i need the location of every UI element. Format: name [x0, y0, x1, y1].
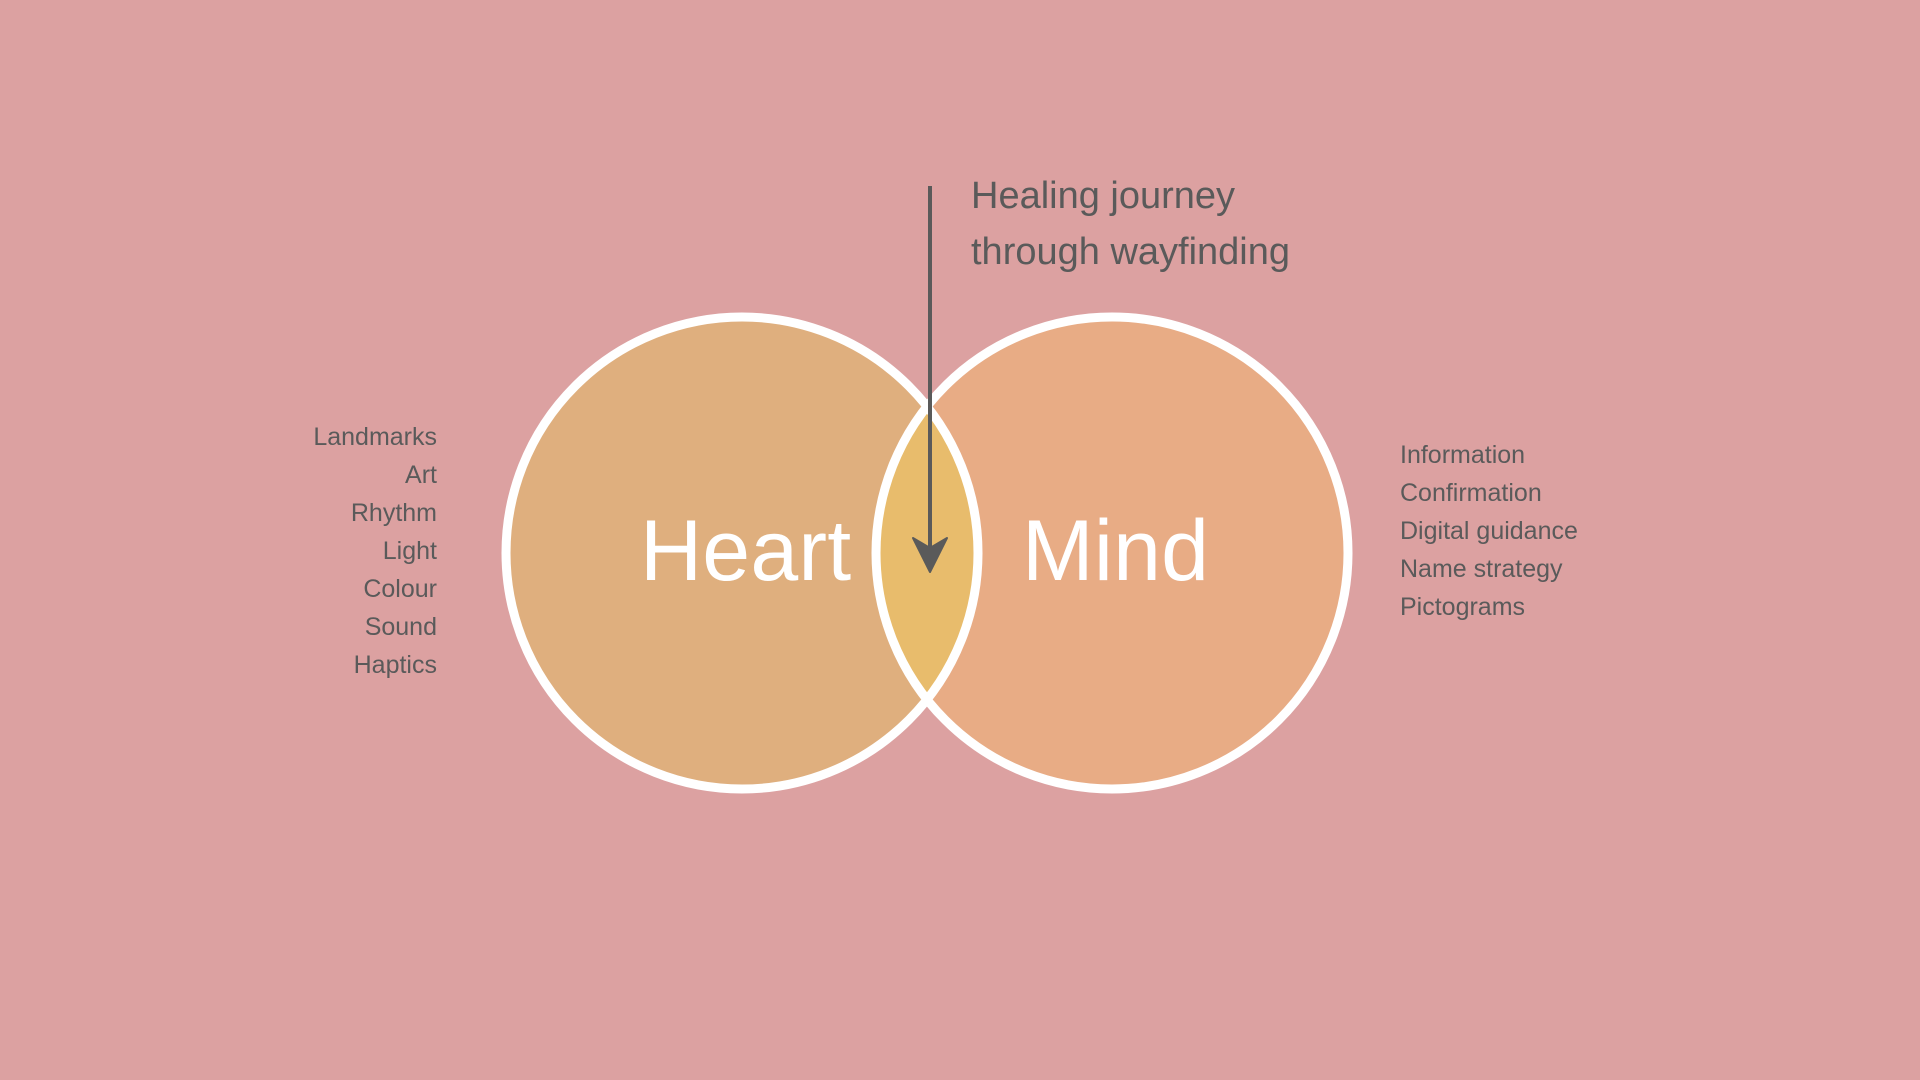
heart-circle-fill [506, 317, 978, 789]
list-item: Confirmation [1400, 479, 1542, 507]
list-item: Art [405, 461, 437, 489]
list-item: Digital guidance [1400, 517, 1578, 545]
mind-circle-fill [876, 317, 1348, 789]
list-item: Name strategy [1400, 555, 1563, 583]
heart-circle-outline [501, 312, 983, 794]
mind-circle-label: Mind [1022, 503, 1210, 599]
annotation-title: Healing journey through wayfinding [971, 175, 1290, 273]
mind-circle-outline [871, 312, 1353, 794]
list-item: Colour [363, 575, 437, 603]
list-item: Sound [364, 613, 437, 641]
list-item: Haptics [353, 651, 437, 679]
heart-attribute-list: Landmarks Art Rhythm Light Colour Sound … [137, 418, 437, 684]
list-item: Pictograms [1400, 593, 1526, 621]
mind-attribute-list: Information Confirmation Digital guidanc… [1400, 436, 1620, 626]
down-arrow-icon [912, 186, 948, 573]
list-item: Landmarks [313, 423, 437, 451]
list-item: Rhythm [350, 499, 437, 527]
list-item: Information [1400, 441, 1526, 469]
list-item: Light [382, 537, 437, 565]
heart-circle-label: Heart [640, 503, 852, 599]
